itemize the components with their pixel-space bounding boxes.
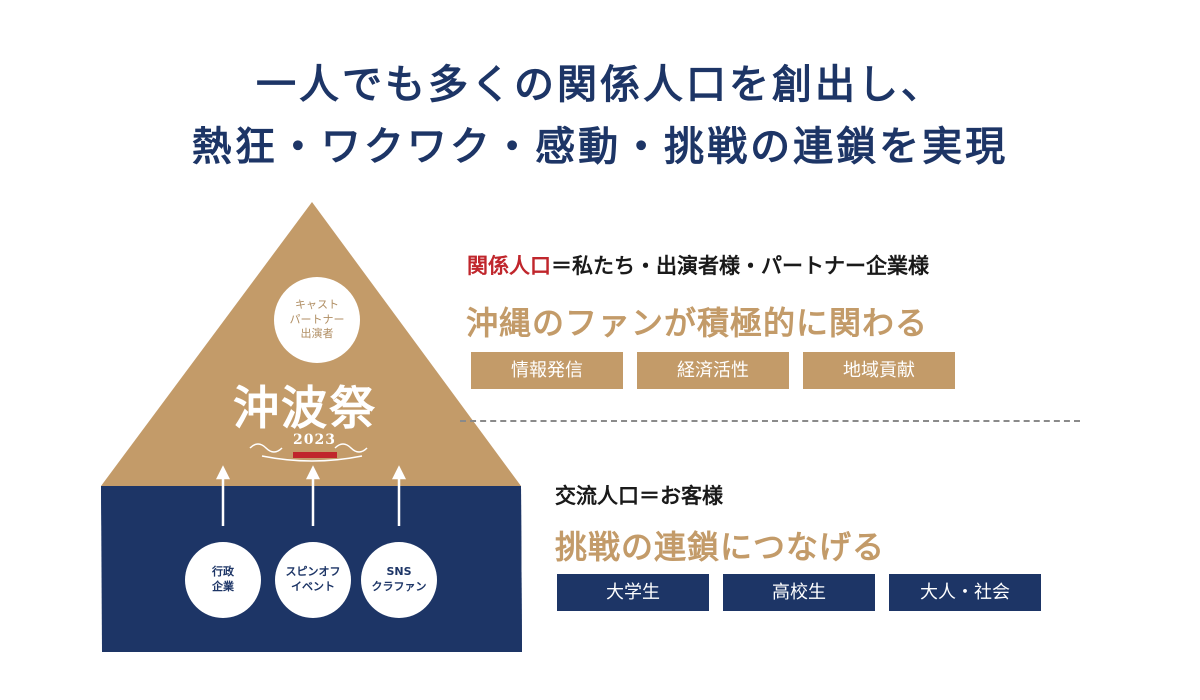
tag-high-school-students: 高校生 xyxy=(723,574,875,611)
circle-government-business: 行政 企業 xyxy=(185,542,261,618)
up-arrow-icon xyxy=(391,465,407,526)
event-logo-text: 沖波祭 xyxy=(233,381,377,435)
top-circle-line: パートナー xyxy=(289,312,345,326)
circle-line: 企業 xyxy=(212,580,234,593)
related-population-heading: 関係人口＝私たち・出演者様・パートナー企業様 xyxy=(467,250,929,280)
top-circle-line: キャスト xyxy=(295,297,339,311)
tag-adults-society: 大人・社会 xyxy=(889,574,1041,611)
circle-line: クラファン xyxy=(371,580,427,593)
tag-community-contribution: 地域貢献 xyxy=(803,352,955,389)
logo-sponsor-badge xyxy=(293,452,337,458)
exchange-population-heading: 交流人口＝お客様 xyxy=(555,484,723,508)
logo-wave-decoration xyxy=(249,443,368,462)
circle-line: SNS xyxy=(386,565,412,579)
tag-info-dissemination: 情報発信 xyxy=(471,352,623,389)
top-circle-line: 出演者 xyxy=(300,327,334,341)
headline-line-1: 一人でも多くの関係人口を創出し、 xyxy=(256,61,944,108)
up-arrow-icon xyxy=(215,465,231,526)
up-arrow-icon xyxy=(305,465,321,526)
circle-line: スピンオフ xyxy=(285,565,341,579)
headline-line-2: 熱狂・ワクワク・感動・挑戦の連鎖を実現 xyxy=(191,123,1009,170)
related-population-rest: ＝私たち・出演者様・パートナー企業様 xyxy=(551,254,929,278)
tag-university-students: 大学生 xyxy=(557,574,709,611)
circle-line: イベント xyxy=(291,580,335,593)
circle-sns-crowdfunding: SNS クラファン xyxy=(361,542,437,618)
top-circle-cast-partner: キャスト パートナー 出演者 xyxy=(274,277,360,363)
related-population-tagline: 沖縄のファンが積極的に関わる xyxy=(466,304,929,342)
tag-economic-activation: 経済活性 xyxy=(637,352,789,389)
event-logo-year: 2023 xyxy=(293,432,336,448)
circle-line: 行政 xyxy=(212,565,234,579)
related-population-highlight: 関係人口 xyxy=(467,254,551,278)
circle-spinoff-event: スピンオフ イベント xyxy=(275,542,351,618)
exchange-population-tagline: 挑戦の連鎖につなげる xyxy=(555,528,886,566)
dashed-divider xyxy=(460,420,1080,422)
